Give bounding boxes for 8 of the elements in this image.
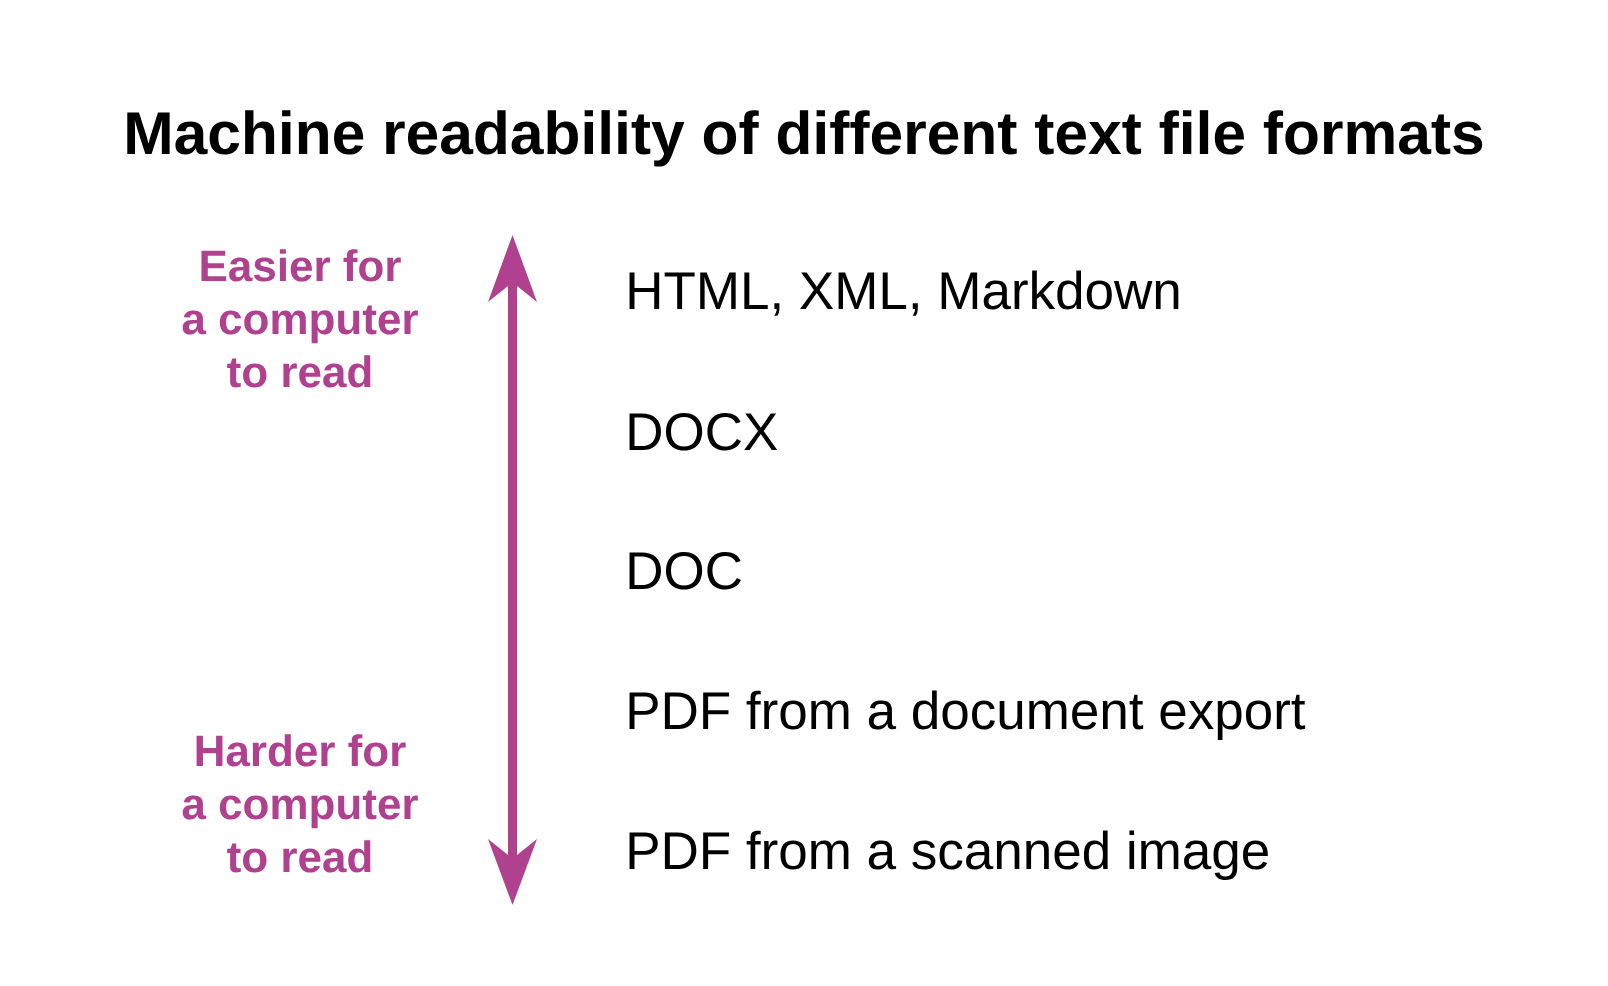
title: Machine readability of different text file formats [127, 110, 1483, 167]
format-label: PDF from a scanned image [629, 830, 1268, 880]
format-label: DOC [629, 552, 741, 590]
format-label: HTML, XML, Markdown [629, 270, 1179, 316]
scale-label: Easier for a computer to read [182, 249, 418, 388]
format-label: DOCX [629, 413, 778, 451]
scale-label: Harder for a computer to read [182, 734, 418, 873]
format-label: PDF from a document export [629, 690, 1306, 740]
